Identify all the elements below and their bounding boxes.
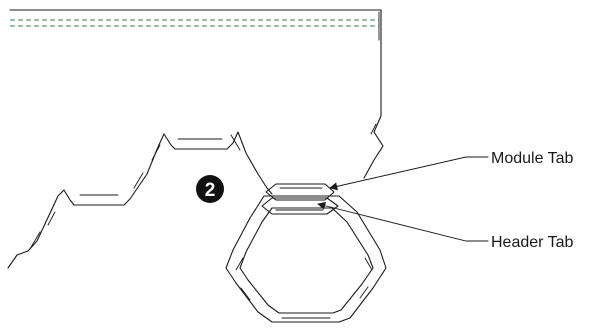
header-tab-shape xyxy=(261,197,339,215)
module-left-profile xyxy=(7,131,273,269)
module-tab-leader xyxy=(329,156,489,191)
header-tab-label: Header Tab xyxy=(491,234,574,251)
header-tab-leader xyxy=(317,201,489,242)
module-tab-label: Module Tab xyxy=(491,150,574,167)
top-panel-edge xyxy=(9,9,382,41)
panel-right-edge xyxy=(363,9,384,179)
module-tab-shape xyxy=(265,183,335,201)
step-badge: 2 xyxy=(196,175,224,203)
callout-leaders xyxy=(317,156,489,242)
step-number: 2 xyxy=(205,180,216,201)
header-hexagon xyxy=(225,195,387,323)
